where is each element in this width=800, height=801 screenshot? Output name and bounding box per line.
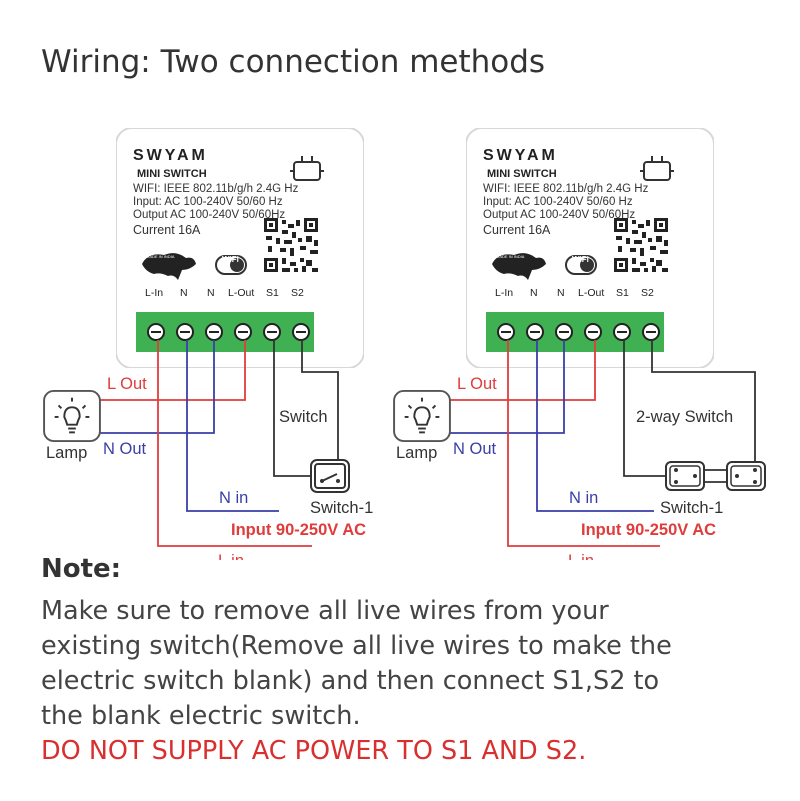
switch-1 <box>310 459 350 493</box>
module-spec-1: Input: AC 100-240V 50/60 Hz <box>483 196 633 208</box>
note-line-2: existing switch(Remove all live wires to… <box>41 631 672 661</box>
module-brand: SWYAM <box>483 147 558 164</box>
module-spec-1: Input: AC 100-240V 50/60 Hz <box>133 196 283 208</box>
note-line-3: electric switch blank) and then connect … <box>41 666 660 696</box>
terminal-label-n1: N <box>180 287 188 299</box>
mini-switch-module-1 <box>116 128 364 368</box>
lamp-1 <box>43 390 101 442</box>
terminal-label-n1: N <box>530 287 538 299</box>
module-model: MINI SWITCH <box>487 168 557 180</box>
wire-s1 <box>623 340 667 477</box>
wire-l-in <box>157 340 312 547</box>
wiring-diagrams: SWYAM MINI SWITCH WIFI: IEEE 802.11b/g/h… <box>43 128 766 560</box>
input-voltage-label: Input 90-250V AC <box>581 521 716 539</box>
module-spec-3: Current 16A <box>483 223 551 237</box>
input-voltage-label: Input 90-250V AC <box>231 521 366 539</box>
wire-n-in <box>536 340 654 512</box>
wire-l-out <box>450 340 596 401</box>
n-out-label: N Out <box>453 440 497 458</box>
module-spec-0: WIFI: IEEE 802.11b/g/h 2.4G Hz <box>133 183 299 195</box>
wifi-badge-label: WiFi <box>222 255 239 264</box>
switch-label: 2-way Switch <box>636 408 733 426</box>
warning-text: DO NOT SUPPLY AC POWER TO S1 AND S2. <box>41 736 587 766</box>
n-out-label: N Out <box>103 440 147 458</box>
wire-s2 <box>301 340 339 460</box>
terminal-label-s2: S2 <box>641 287 654 299</box>
note-title: Note: <box>41 554 122 584</box>
diagram-2: SWYAM MINI SWITCH WIFI: IEEE 802.11b/g/h… <box>393 128 766 560</box>
wire-n-out <box>100 340 215 434</box>
terminal-label-lin: L-In <box>145 287 163 299</box>
mini-switch-module-2 <box>466 128 714 368</box>
note-line-4: the blank electric switch. <box>41 701 361 731</box>
wire-s1 <box>273 340 310 477</box>
two-way-switch <box>665 461 766 491</box>
terminal-label-lout: L-Out <box>228 287 254 299</box>
two-way-switch-icon <box>665 461 766 491</box>
module-model: MINI SWITCH <box>137 168 207 180</box>
diagram-1: SWYAM MINI SWITCH WIFI: IEEE 802.11b/g/h… <box>43 128 373 560</box>
lamp-icon <box>43 390 101 442</box>
made-in-india-label: MADE IN INDIA <box>496 254 525 259</box>
switch-name-label: Switch-1 <box>660 499 723 517</box>
terminal-label-lin: L-In <box>495 287 513 299</box>
lamp-2 <box>393 390 451 442</box>
module-spec-2: Output AC 100-240V 50/60Hz <box>133 209 285 221</box>
page-title: Wiring: Two connection methods <box>41 44 546 80</box>
note-line-1: Make sure to remove all live wires from … <box>41 596 609 626</box>
n-in-label: N in <box>569 489 598 507</box>
module-spec-0: WIFI: IEEE 802.11b/g/h 2.4G Hz <box>483 183 649 195</box>
lamp-label: Lamp <box>46 444 87 462</box>
wifi-badge-label: WiFi <box>572 255 589 264</box>
lamp-label: Lamp <box>396 444 437 462</box>
switch-name-label: Switch-1 <box>310 499 373 517</box>
l-out-label: L Out <box>107 375 147 393</box>
l-in-label: L in <box>568 552 594 560</box>
module-spec-2: Output AC 100-240V 50/60Hz <box>483 209 635 221</box>
wire-l-in <box>507 340 660 547</box>
switch-label: Switch <box>279 408 328 426</box>
terminal-label-lout: L-Out <box>578 287 604 299</box>
wire-l-out <box>100 340 246 401</box>
terminal-label-n2: N <box>557 287 565 299</box>
n-in-label: N in <box>219 489 248 507</box>
wire-s2 <box>651 340 756 480</box>
l-out-label: L Out <box>457 375 497 393</box>
terminal-label-s1: S1 <box>266 287 279 299</box>
wire-n-in <box>186 340 279 512</box>
lamp-icon <box>393 390 451 442</box>
wire-n-out <box>450 340 565 434</box>
module-brand: SWYAM <box>133 147 208 164</box>
made-in-india-label: MADE IN INDIA <box>146 254 175 259</box>
terminal-label-s1: S1 <box>616 287 629 299</box>
terminal-label-s2: S2 <box>291 287 304 299</box>
terminal-label-n2: N <box>207 287 215 299</box>
l-in-label: L in <box>218 552 244 560</box>
module-spec-3: Current 16A <box>133 223 201 237</box>
switch-icon <box>310 459 350 493</box>
